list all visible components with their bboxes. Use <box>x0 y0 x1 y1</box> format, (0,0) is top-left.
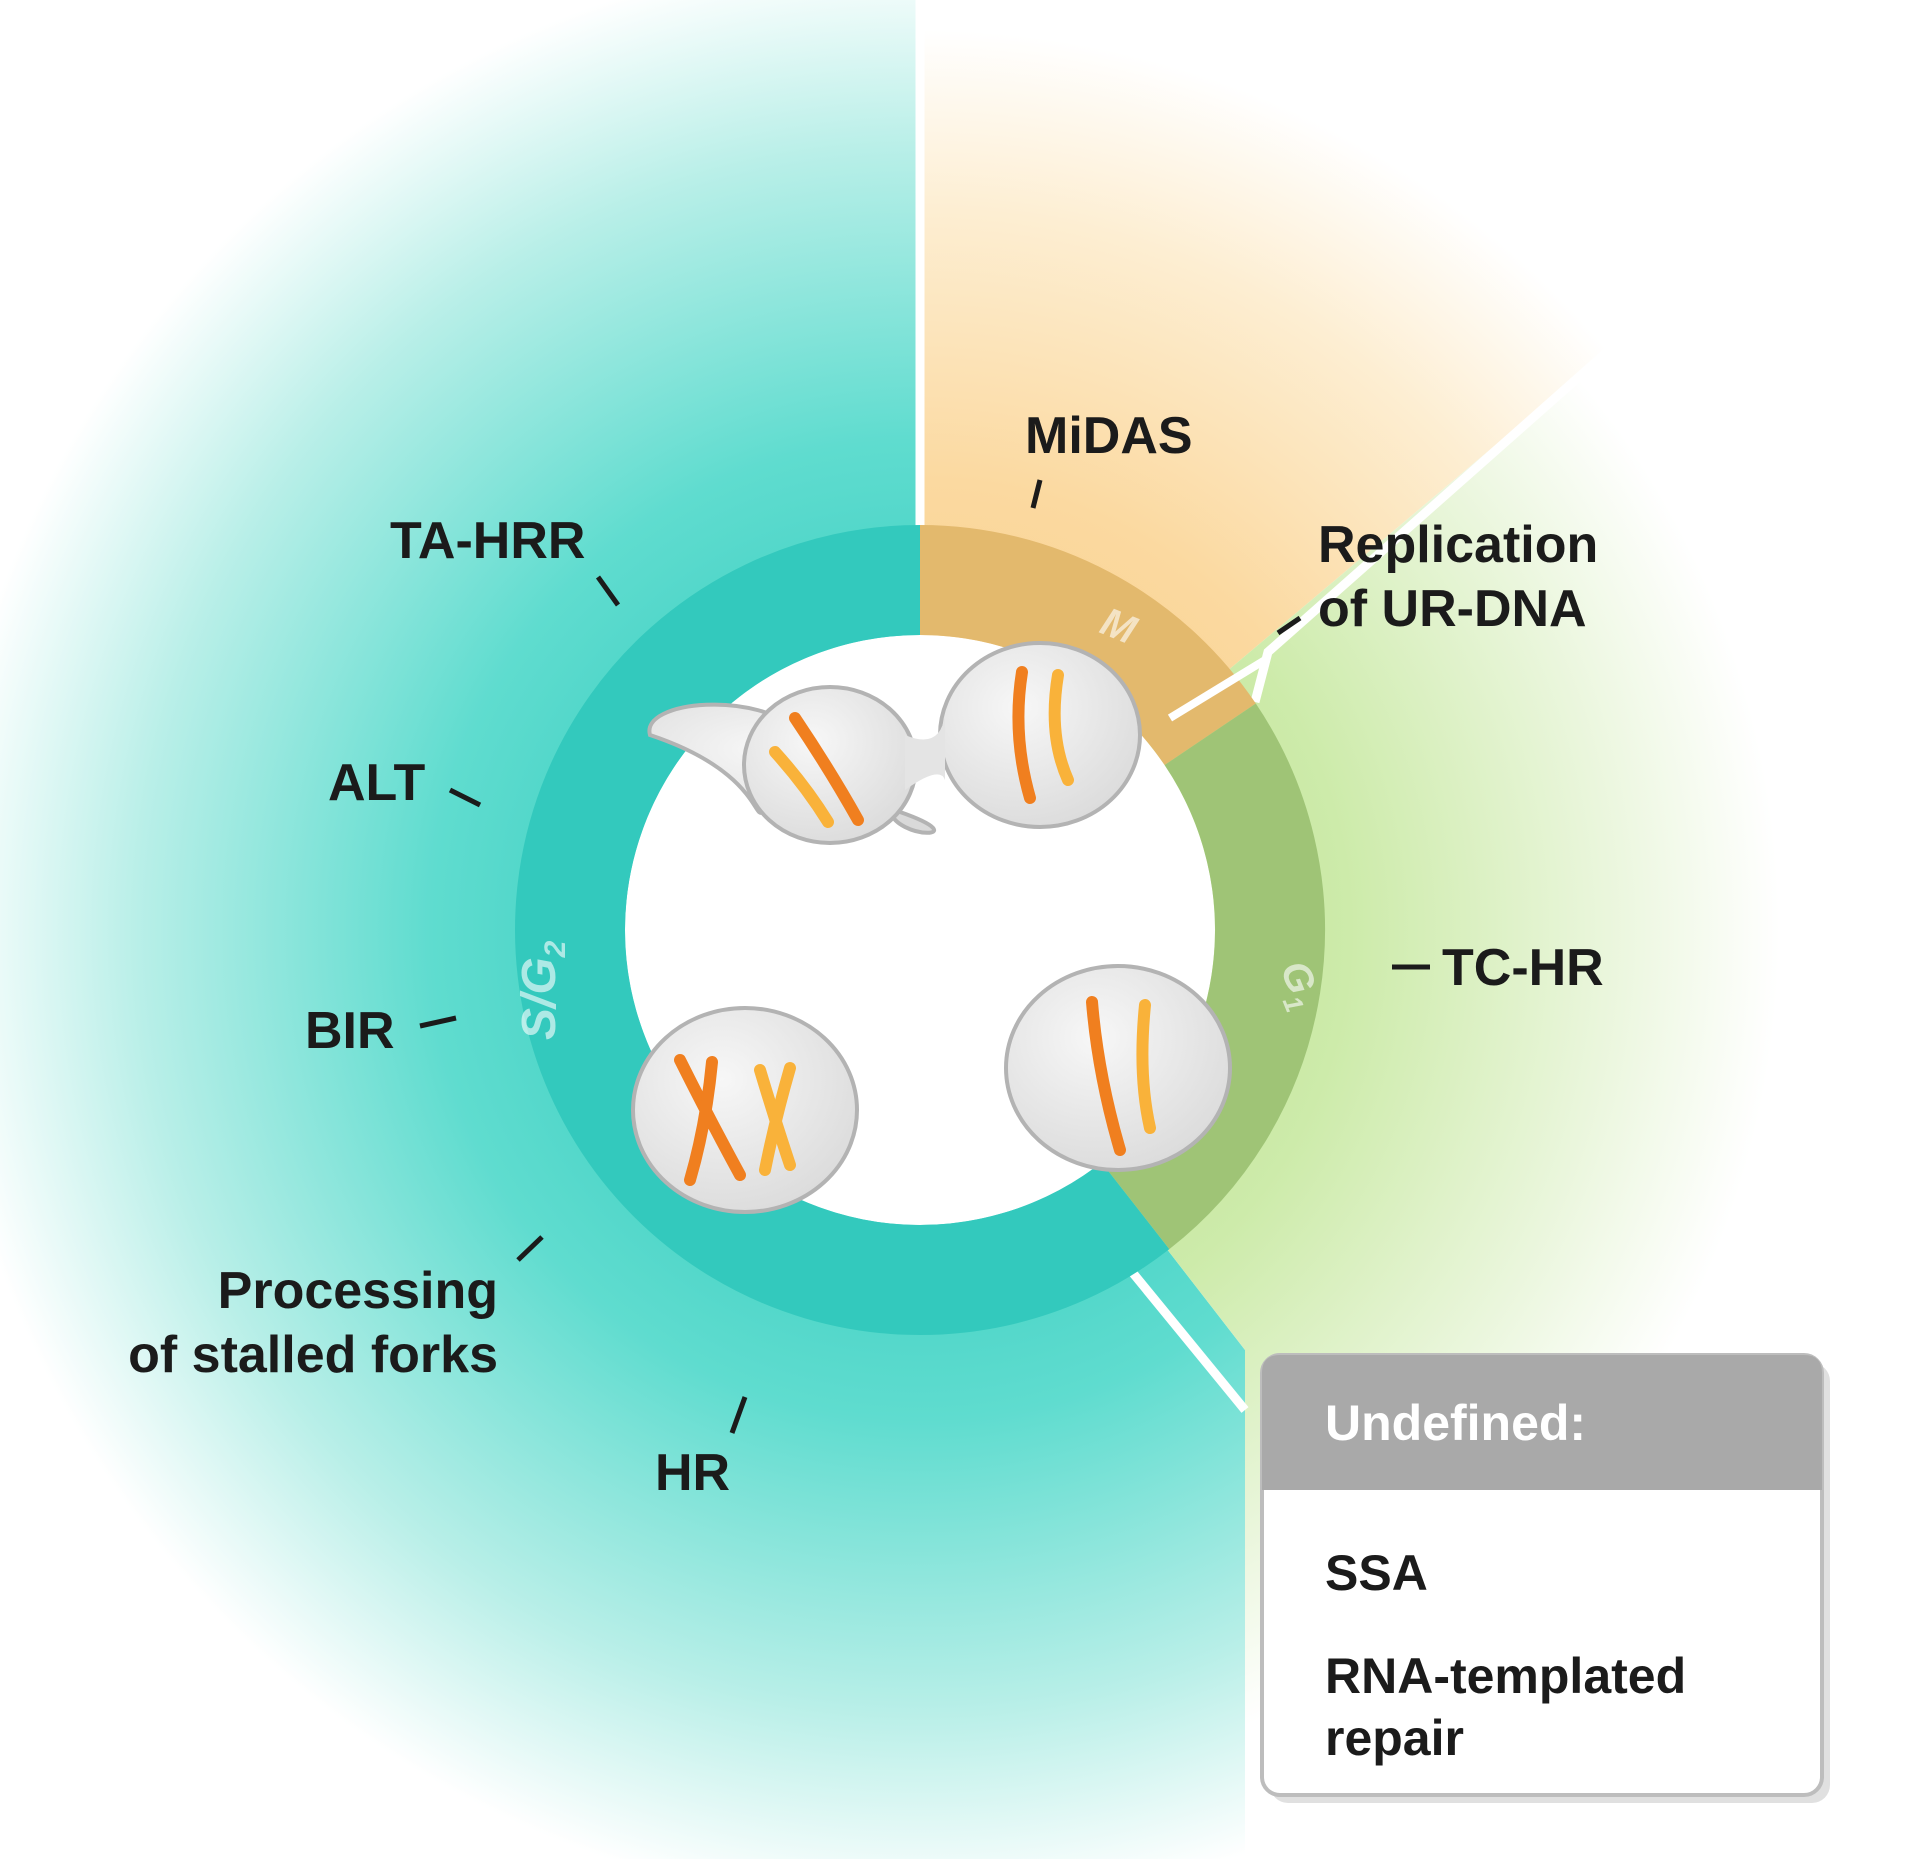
undefined-box-title: Undefined: <box>1325 1395 1586 1451</box>
tc-hr-label: TC-HR <box>1442 939 1604 997</box>
g1-cell <box>1004 964 1232 1172</box>
m-arc <box>919 525 1256 766</box>
g1-chromosome-dark <box>1086 996 1126 1156</box>
hr-label: HR <box>655 1444 730 1502</box>
divider-upper-right <box>1250 341 1618 704</box>
chromosome-left-dark <box>789 712 864 826</box>
ta-hrr-tick <box>595 575 621 607</box>
undefined-item-ssa: SSA <box>1325 1545 1428 1601</box>
hr-tick <box>729 1396 748 1434</box>
g2-cell-membrane <box>631 1006 859 1214</box>
midas-label: MiDAS <box>1025 407 1193 465</box>
replication-label-line2: of UR-DNA <box>1318 580 1587 638</box>
g2-chromosome-dark-b <box>684 1056 718 1186</box>
g1-chromosome-light <box>1136 999 1156 1134</box>
undefined-box-header <box>1262 1355 1822 1490</box>
dividing-cell-bridge <box>905 715 945 790</box>
undefined-item-repair: repair <box>1325 1710 1464 1766</box>
bir-tick <box>419 1015 457 1029</box>
dividing-cell-right-lobe <box>938 641 1142 829</box>
g2-chromosome-light-b <box>759 1062 796 1176</box>
g1-cell-membrane <box>1004 964 1232 1172</box>
m-g1-notch <box>1167 656 1268 722</box>
s-g2-phase-label: S/G2 <box>513 940 572 1040</box>
midas-tick <box>1030 479 1043 509</box>
undefined-box: Undefined: SSA RNA-templated repair <box>1260 1353 1830 1803</box>
alt-label: ALT <box>328 754 425 812</box>
g2-cell <box>631 1006 859 1214</box>
processing-label-line1: Processing <box>218 1262 498 1320</box>
label-ticks <box>419 479 1430 1434</box>
replication-label-line1: Replication <box>1318 516 1598 574</box>
dividing-cell <box>647 641 1142 845</box>
labels: TA-HRR ALT BIR Processing of stalled for… <box>128 407 1604 1502</box>
s-g2-arc <box>515 525 1170 1335</box>
chromosome-left-light <box>769 746 834 828</box>
chromosome-right-dark <box>1012 666 1036 804</box>
undefined-item-rna-templated: RNA-templated <box>1325 1648 1686 1704</box>
chromosome-right-light <box>1048 669 1074 786</box>
g1-arc <box>1101 703 1325 1250</box>
processing-label-line2: of stalled forks <box>128 1326 498 1384</box>
processing-tick <box>516 1235 544 1262</box>
ta-hrr-label: TA-HRR <box>390 512 585 570</box>
bir-label: BIR <box>305 1002 395 1060</box>
replication-tick <box>1276 615 1302 636</box>
alt-tick <box>448 787 482 808</box>
